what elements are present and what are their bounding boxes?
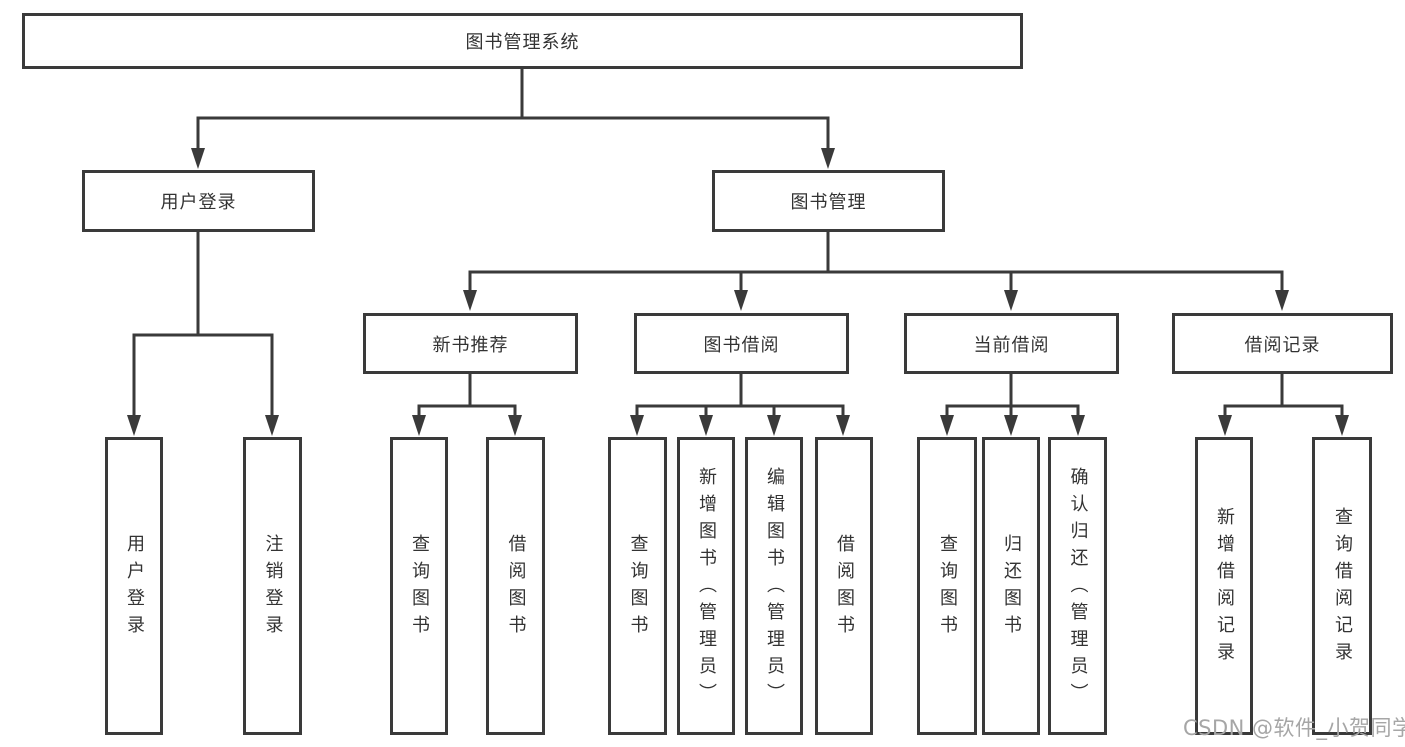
leaf-label: 确认归还（管理员） (1067, 466, 1089, 710)
leaf-query-borrow-record: 查询借阅记录 (1312, 437, 1372, 735)
node-new-book-recommend: 新书推荐 (363, 313, 578, 374)
leaf-label: 查询图书 (409, 534, 430, 642)
leaf-label: 借阅图书 (834, 534, 855, 642)
node-label: 图书管理系统 (465, 32, 580, 53)
leaf-label: 注销登录 (262, 534, 284, 642)
leaf-label: 查询借阅记录 (1332, 507, 1353, 669)
arrow-down-icons (127, 148, 1349, 436)
leaf-label: 查询图书 (937, 534, 958, 642)
leaf-query-books-recommend: 查询图书 (390, 437, 448, 735)
leaf-user-login: 用户登录 (105, 437, 163, 735)
leaf-label: 查询图书 (627, 534, 649, 642)
node-label: 新书推荐 (432, 334, 509, 356)
leaf-add-borrow-record: 新增借阅记录 (1195, 437, 1253, 735)
leaf-label: 用户登录 (124, 534, 145, 642)
node-library-management-system: 图书管理系统 (22, 13, 1023, 69)
leaf-edit-books-admin: 编辑图书（管理员） (745, 437, 803, 735)
node-user-login: 用户登录 (82, 170, 315, 232)
node-book-management: 图书管理 (712, 170, 945, 232)
node-label: 借阅记录 (1244, 334, 1321, 356)
node-label: 图书管理 (790, 192, 867, 213)
leaf-borrow-books-recommend: 借阅图书 (486, 437, 545, 735)
node-current-borrow: 当前借阅 (904, 313, 1119, 374)
leaf-query-books-borrow: 查询图书 (608, 437, 667, 735)
leaf-borrow-books: 借阅图书 (815, 437, 873, 735)
leaf-label: 新增借阅记录 (1214, 507, 1235, 669)
leaf-query-books-current: 查询图书 (917, 437, 977, 735)
leaf-label: 新增图书（管理员） (696, 466, 717, 710)
node-label: 用户登录 (160, 192, 237, 213)
leaf-add-books-admin: 新增图书（管理员） (677, 437, 735, 735)
leaf-label: 编辑图书（管理员） (764, 466, 785, 710)
csdn-watermark: CSDN @软件_小贺同学 (1183, 716, 1405, 740)
node-book-borrow: 图书借阅 (634, 313, 849, 374)
leaf-return-books: 归还图书 (982, 437, 1040, 735)
node-borrow-records: 借阅记录 (1172, 313, 1393, 374)
leaf-label: 借阅图书 (505, 534, 527, 642)
node-label: 图书借阅 (703, 334, 780, 356)
leaf-confirm-return-admin: 确认归还（管理员） (1048, 437, 1107, 735)
leaf-logout: 注销登录 (243, 437, 302, 735)
node-label: 当前借阅 (973, 334, 1050, 356)
leaf-label: 归还图书 (1001, 534, 1022, 642)
